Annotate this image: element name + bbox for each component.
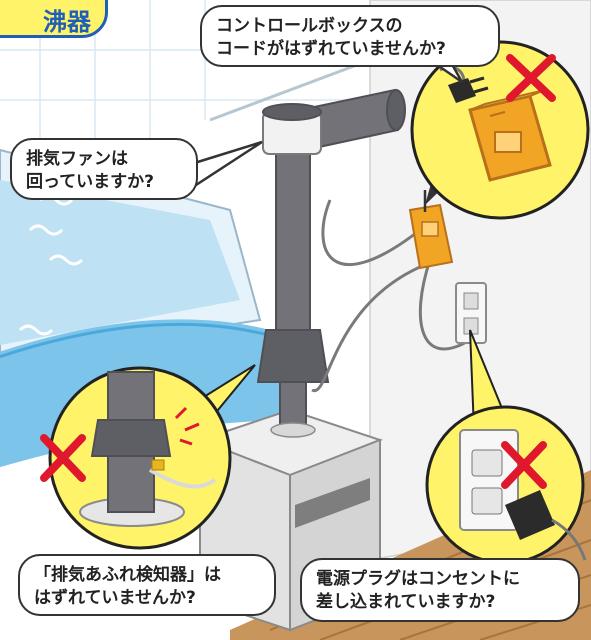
wall-outlet <box>455 282 487 344</box>
callout-plug-line1: 電源プラグはコンセントに <box>316 569 520 589</box>
control-cable <box>321 199 421 266</box>
zoom-detector <box>48 364 256 550</box>
callout-control-box-line2: コードがはずれていませんか? <box>216 38 446 59</box>
callout-control-box: コントロールボックスの コードがはずれていませんか? <box>200 5 500 67</box>
window-glass <box>0 180 240 345</box>
callout-fan: 排気ファンは 回っていますか? <box>10 138 198 200</box>
exhaust-chimney <box>256 88 406 438</box>
callout-plug: 電源プラグはコンセントに 差し込まれていますか? <box>300 558 580 622</box>
control-box <box>408 203 454 270</box>
callout-detector: 「排気あふれ検知器」は はずれていませんか? <box>18 554 276 616</box>
corner-title-badge: 沸器 <box>0 0 108 38</box>
callout-fan-line2: 回っていますか? <box>26 171 155 192</box>
callout-fan-line1: 排気ファンは <box>26 149 128 169</box>
callout-plug-line2: 差し込まれていますか? <box>316 591 496 612</box>
corner-title-text: 沸器 <box>43 8 91 36</box>
cross-marks <box>40 54 556 489</box>
callout-detector-line2: はずれていませんか? <box>34 587 196 608</box>
callout-detector-line1: 「排気あふれ検知器」は <box>34 565 221 585</box>
zoom-control-box <box>410 40 590 220</box>
callout-control-box-line1: コントロールボックスの <box>216 16 403 36</box>
